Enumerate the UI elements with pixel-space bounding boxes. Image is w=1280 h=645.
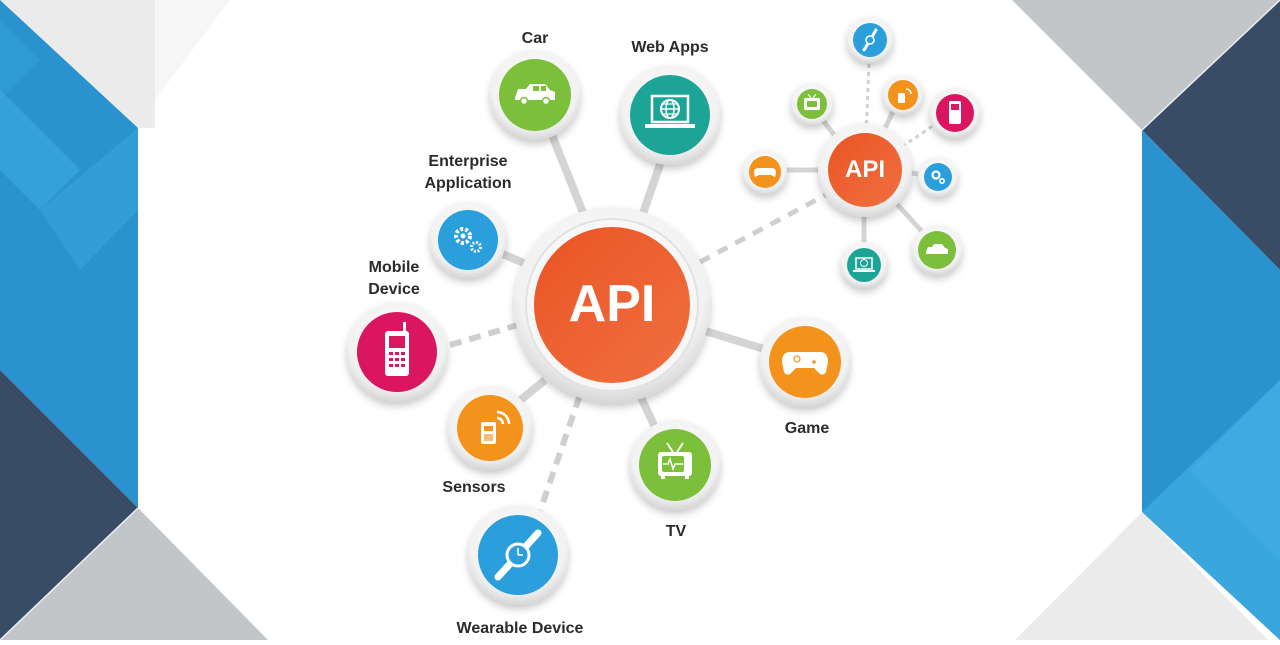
watch-icon [862, 28, 878, 52]
gamepad-icon [782, 352, 828, 375]
laptop-globe-icon [645, 94, 695, 128]
label-web-apps: Web Apps [631, 39, 709, 56]
watch-icon [494, 529, 542, 581]
car-icon [926, 244, 948, 254]
satellite-api-label: API [844, 156, 885, 183]
label-sensors: Sensors [442, 479, 506, 496]
mobile-phone-icon [385, 322, 409, 376]
label-car: Car [521, 30, 549, 47]
tv-icon [804, 93, 820, 110]
gears-icon [931, 170, 945, 185]
label-mobile-line1: Mobile [368, 259, 420, 276]
gamepad-icon [754, 168, 776, 177]
right-decoration [1012, 0, 1280, 640]
sensor-icon [481, 410, 511, 444]
node-enterprise-application[interactable] [430, 202, 506, 278]
label-wearable-device: Wearable Device [456, 620, 584, 637]
label-game: Game [784, 420, 830, 437]
sensor-icon [898, 88, 912, 103]
label-mobile-line2: Device [368, 281, 420, 298]
central-api-hub[interactable] [514, 207, 710, 403]
central-api-label: API [568, 275, 656, 333]
label-enterprise-line2: Application [424, 175, 512, 192]
satellite-node-laptop[interactable] [841, 242, 887, 288]
car-icon [515, 84, 555, 106]
tv-icon [658, 442, 692, 479]
left-decoration [0, 0, 268, 641]
label-enterprise-line1: Enterprise [428, 153, 508, 170]
gears-icon [454, 227, 482, 253]
node-web-apps[interactable] [620, 65, 720, 165]
laptop-globe-icon [853, 257, 875, 272]
satellite-api-hub[interactable] [818, 123, 912, 217]
label-tv: TV [665, 523, 687, 540]
mobile-phone-icon [949, 101, 961, 124]
